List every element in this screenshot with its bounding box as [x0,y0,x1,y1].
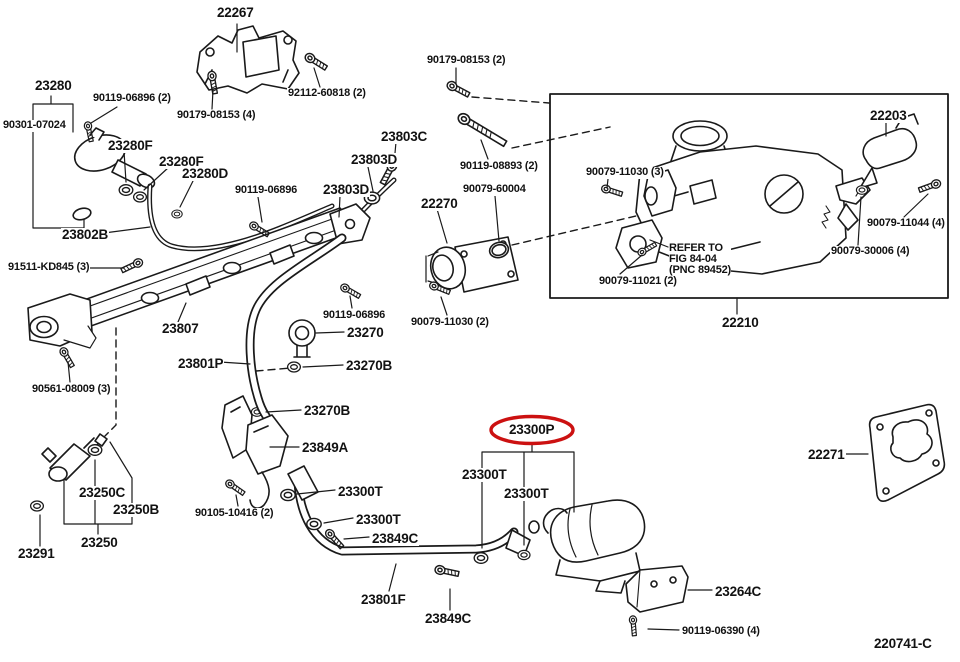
part-label-22271: 22271 [807,447,846,463]
part-label-23300P: 23300P [509,422,555,437]
refer-note-line1: REFER TO [669,242,723,254]
refer-note-line3: (PNC 89452) [669,264,731,276]
tps-sensor-22203 [855,113,919,197]
part-label-23300T-2: 23300T [355,512,402,528]
clamp-23849A [221,395,289,509]
part-label-23291: 23291 [17,546,56,562]
regulator-23280 [32,95,156,229]
part-label-22267: 22267 [216,5,255,21]
part-label-90119-06896-r: 90119-06896 [322,309,387,322]
fuel-filter-23300 [528,499,646,594]
part-label-23250B: 23250B [112,502,161,518]
part-label-23270: 23270 [346,325,385,341]
part-label-23280F-1: 23280F [107,138,154,154]
part-label-23801F: 23801F [360,592,407,608]
damper-23270 [288,319,316,358]
part-label-90079-11030-3: 90079-11030 (3) [585,166,665,179]
part-label-23803C: 23803C [380,129,429,145]
part-label-23280F-2: 23280F [158,154,205,170]
part-label-22210: 22210 [721,315,760,331]
part-label-90079-60004: 90079-60004 [462,183,527,196]
part-label-23300T-4: 23300T [503,486,550,502]
part-label-23802B: 23802B [61,227,110,243]
part-label-90105-10416-2: 90105-10416 (2) [194,507,275,520]
part-label-23264C: 23264C [714,584,763,600]
part-label-23280D: 23280D [181,166,230,182]
refer-note: REFER TO FIG 84-04 (PNC 89452) [669,243,731,276]
part-label-23270B-1: 23270B [345,358,394,374]
throttle-body-22210 [615,120,871,275]
part-label-90561-08009-3: 90561-08009 (3) [31,383,112,396]
part-label-90119-08893-2: 90119-08893 (2) [459,160,539,173]
part-label-22203: 22203 [869,108,908,124]
part-label-90079-30006-4: 90079-30006 (4) [830,245,911,258]
part-label-23803D-2: 23803D [322,182,371,198]
gasket-22271 [868,403,946,502]
part-label-90119-06390-4: 90119-06390 (4) [681,625,761,638]
part-label-23300T-3: 23300T [461,467,508,483]
refer-note-line2: FIG 84-04 [669,253,717,265]
part-label-91511-KD845-3: 91511-KD845 (3) [7,261,91,274]
part-label-90079-11021-2: 90079-11021 (2) [598,275,678,288]
part-label-23280: 23280 [34,78,73,94]
leader-lines [39,23,929,631]
fuel-pipe-23801F [287,465,531,557]
part-label-90119-06896-mid: 90119-06896 [234,184,299,197]
throttle-body-detail-box [549,93,949,299]
fuel-rail-23807 [27,203,371,349]
part-label-23803D-1: 23803D [350,152,399,168]
part-label-23250C: 23250C [78,485,127,501]
part-label-90079-11030-2: 90079-11030 (2) [410,316,490,329]
part-label-90079-11044-4: 90079-11044 (4) [866,217,946,230]
part-label-22270: 22270 [420,196,459,212]
bracket-22267 [196,25,300,94]
figure-code: 220741-C [873,636,933,652]
part-label-90301-07024: 90301-07024 [2,119,67,132]
return-pipe-23802B [147,183,335,252]
highlight-oval-23300P [489,414,575,446]
dashed-reference-lines [104,96,637,437]
part-label-23849C-1: 23849C [371,531,420,547]
part-label-23300T-1: 23300T [337,484,384,500]
injector-23250 [41,433,133,535]
part-label-23849A: 23849A [301,440,350,456]
part-label-23250: 23250 [80,535,119,551]
part-label-90119-06896-2: 90119-06896 (2) [92,92,172,105]
part-label-23801P: 23801P [177,356,225,372]
part-label-23807: 23807 [161,321,200,337]
part-label-92112-60818-2: 92112-60818 (2) [287,87,367,100]
fuel-hose-23801P [245,233,347,433]
part-label-23270B-2: 23270B [303,403,352,419]
part-label-23849C-2: 23849C [424,611,473,627]
filter-bracket-23264C [625,565,689,613]
part-label-90179-08153-2: 90179-08153 (2) [426,54,507,67]
part-label-90179-08153-4: 90179-08153 (4) [176,109,257,122]
